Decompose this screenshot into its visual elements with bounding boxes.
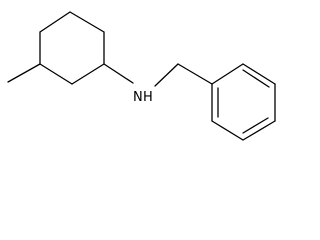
- ring-nitrogen-bond: [103, 63, 134, 84]
- nitrogen-ch2-bond: [154, 63, 179, 87]
- ring-bond: [71, 63, 105, 85]
- benzene-ring: [211, 63, 276, 141]
- benzene-bond: [211, 63, 244, 85]
- ring-bond: [39, 63, 73, 85]
- benzene-bond: [242, 120, 276, 141]
- benzene-bond: [211, 120, 244, 141]
- nitrogen-hydrogen-label: H: [143, 90, 153, 105]
- ch2-phenyl-bond: [177, 63, 213, 85]
- ring-bond: [69, 11, 105, 33]
- benzene-bond: [242, 63, 276, 85]
- benzene-double-bond: [242, 69, 270, 88]
- methyl-bond: [7, 63, 41, 83]
- ring-bond: [39, 11, 71, 33]
- chemical-structure: N H: [7, 11, 276, 141]
- nitrogen-label: N: [133, 90, 143, 105]
- cyclohexane-ring: [39, 11, 105, 85]
- benzene-double-bond: [242, 117, 269, 134]
